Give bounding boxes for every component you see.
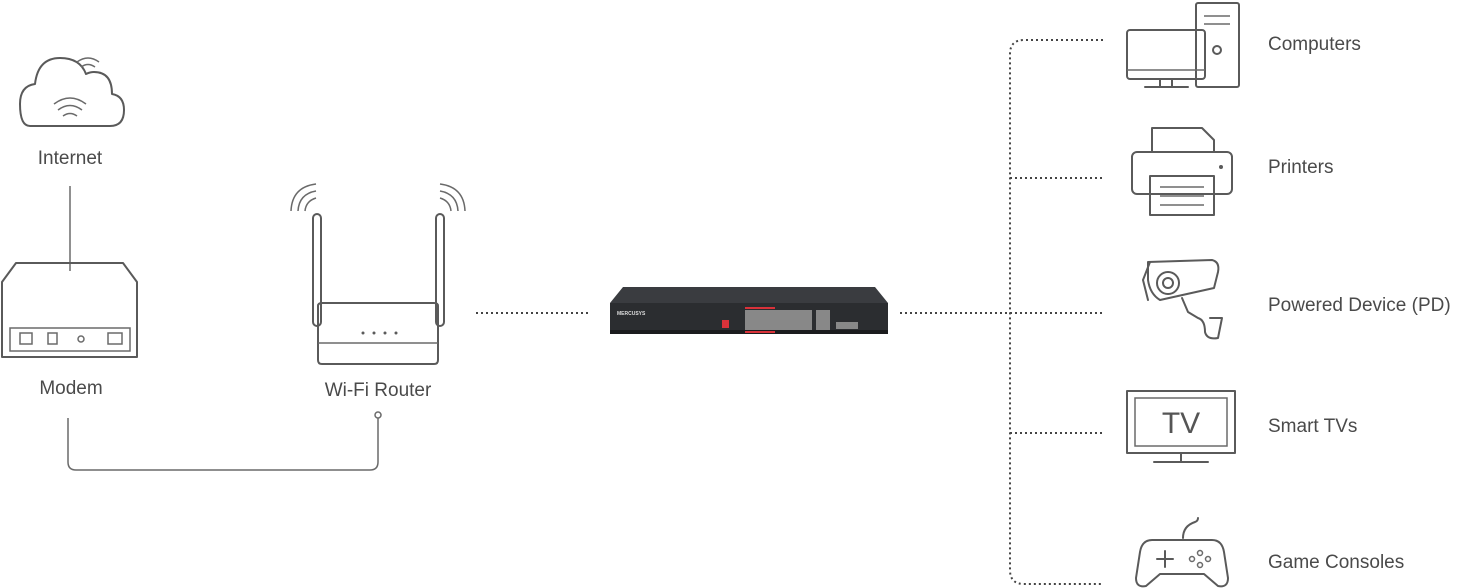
switch-brand: MERCUSYS: [617, 311, 646, 317]
cable-connector: [374, 411, 382, 419]
modem-router-cable: [67, 418, 379, 471]
device-label-printers: Printers: [1268, 157, 1333, 178]
tv-icon-text: TV: [1162, 407, 1200, 440]
device-branches: [1010, 177, 1103, 434]
switch-icon: MERCUSYS: [610, 287, 888, 334]
router-icon: [290, 183, 466, 365]
router-label: Wi-Fi Router: [325, 380, 432, 401]
modem-icon: [1, 262, 138, 358]
device-label-tvs: Smart TVs: [1268, 416, 1357, 437]
device-label-consoles: Game Consoles: [1268, 552, 1404, 573]
tv-icon: TV: [1126, 390, 1236, 463]
camera-icon: [1142, 259, 1223, 340]
computer-icon: [1126, 2, 1240, 88]
device-label-computers: Computers: [1268, 34, 1361, 55]
internet-label: Internet: [38, 148, 103, 169]
device-label-pd: Powered Device (PD): [1268, 295, 1451, 316]
modem-label: Modem: [39, 378, 102, 399]
printer-icon: [1131, 127, 1233, 216]
gamepad-icon: [1135, 517, 1229, 588]
cloud-icon: [19, 57, 125, 127]
